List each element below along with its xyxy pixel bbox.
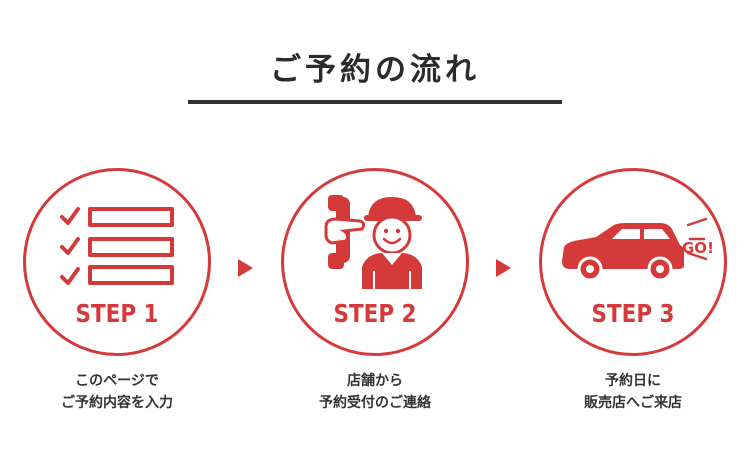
checklist-icon [60, 207, 174, 285]
step-2-circle: STEP 2 [281, 168, 469, 356]
step-2-desc-line-2: 予約受付のご連絡 [319, 395, 431, 411]
step-3-description: 予約日に 販売店へご来店 [523, 370, 743, 414]
step-3-circle: GO! STEP 3 [539, 168, 727, 356]
step-1-circle: STEP 1 [23, 168, 211, 356]
go-text: GO! [682, 239, 714, 257]
step-3-desc-line-2: 販売店へご来店 [584, 395, 682, 411]
title-underline [188, 100, 562, 104]
staff-phone-icon [324, 195, 422, 289]
step-1-label: STEP 1 [75, 299, 159, 328]
step-1-desc-line-1: このページで [75, 373, 159, 389]
step-3-desc-line-1: 予約日に [605, 373, 661, 389]
step-1-desc-line-2: ご予約内容を入力 [61, 395, 173, 411]
arrow-right-icon [496, 259, 511, 277]
step-2-description: 店舗から 予約受付のご連絡 [265, 370, 485, 414]
car-icon [562, 217, 708, 282]
page-title: ご予約の流れ [270, 52, 480, 88]
step-2-label: STEP 2 [333, 299, 417, 328]
step-1-description: このページで ご予約内容を入力 [7, 370, 227, 414]
arrow-right-icon [238, 259, 253, 277]
step-2-desc-line-1: 店舗から [347, 373, 403, 389]
step-3-label: STEP 3 [591, 299, 675, 328]
